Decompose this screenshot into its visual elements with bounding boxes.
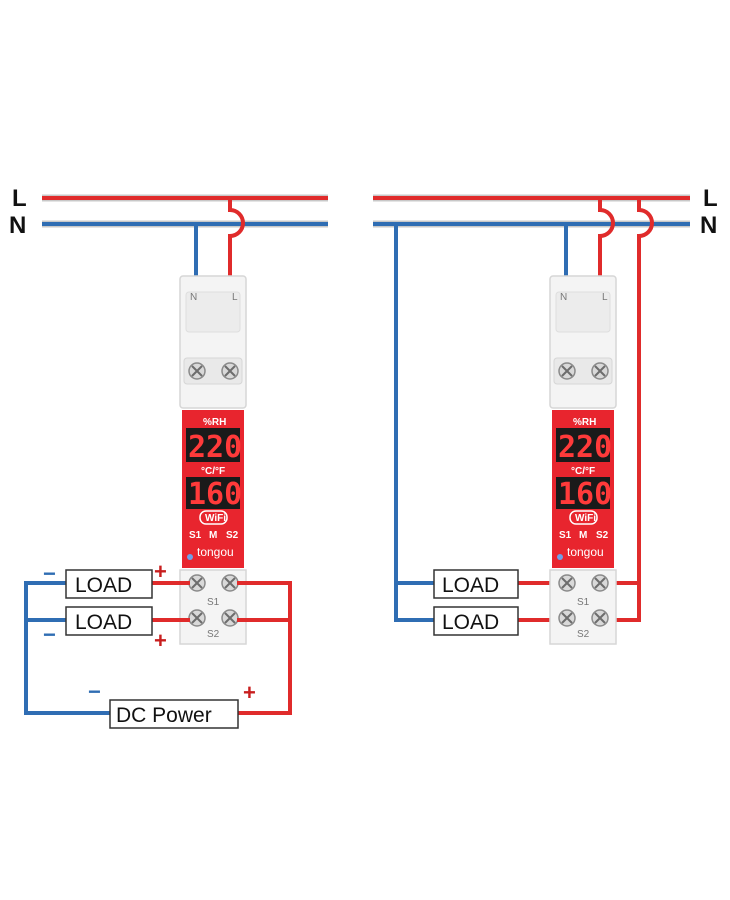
brand-logo: tongou (197, 545, 234, 559)
output-s2-label: S2 (207, 629, 220, 640)
load-box-1 (65, 569, 153, 599)
load-box-3-label: LOAD (442, 574, 499, 597)
minus-sign-dc: − (88, 679, 101, 704)
status-led-right (557, 554, 563, 560)
neutral-return-to-loads (394, 224, 434, 622)
load-box-1-label: LOAD (75, 574, 132, 597)
brand-logo-right: tongou (567, 545, 604, 559)
humidity-unit-right: %RH (573, 417, 596, 428)
dc-wiring-diagram: L N N L %RH 220 °C/°F 160 WiFi (9, 185, 328, 729)
wifi-icon-right (569, 510, 598, 525)
terminal-n-label: N (190, 292, 197, 303)
terminal-screw-s1-a-right (558, 574, 576, 592)
terminal-n-label-right: N (560, 292, 567, 303)
wifi-label-right: WiFi (575, 513, 596, 524)
smart-relay-device-right: N L %RH 220 °C/°F 160 WiFi S1 M S2 tongo… (549, 275, 617, 645)
output-s2-label-right: S2 (577, 629, 590, 640)
neutral-line-label: N (9, 212, 26, 239)
live-line-label-right: L (703, 185, 718, 212)
terminal-screw-s1-b-right (591, 574, 609, 592)
temp-value-right: 160 (558, 477, 612, 512)
dc-power-label: DC Power (116, 704, 212, 727)
terminal-screw-s1-b (221, 574, 239, 592)
neutral-line-label-right: N (700, 212, 717, 239)
load-box-4-label: LOAD (442, 611, 499, 634)
load-box-2-label: LOAD (75, 611, 132, 634)
temp-unit: °C/°F (201, 466, 225, 477)
dc-power-box (109, 699, 239, 729)
indicator-s2: S2 (226, 530, 239, 541)
terminal-screw-s2-a-right (558, 609, 576, 627)
terminal-screw-s1-a (188, 574, 206, 592)
wifi-label: WiFi (205, 513, 226, 524)
ac-wiring-diagram: L N N L %RH 220 °C/°F (373, 185, 718, 645)
load-box-4 (433, 606, 519, 636)
indicator-m-right: M (579, 530, 587, 541)
live-drop-right (598, 198, 615, 366)
humidity-unit: %RH (203, 417, 226, 428)
loads-to-dc-minus (24, 581, 110, 715)
indicator-m: M (209, 530, 217, 541)
terminal-l-label: L (232, 292, 238, 303)
terminal-screw-n-right (558, 362, 576, 380)
humidity-value-right: 220 (558, 430, 612, 465)
terminal-screw-l-right (591, 362, 609, 380)
indicator-s2-right: S2 (596, 530, 609, 541)
plus-sign-load2: + (154, 628, 167, 653)
live-line-label: L (12, 185, 27, 212)
humidity-value: 220 (188, 430, 242, 465)
temp-unit-right: °C/°F (571, 466, 595, 477)
terminal-screw-s2-b-right (591, 609, 609, 627)
minus-sign-load1: − (43, 561, 56, 586)
live-drop-left (228, 198, 245, 366)
indicator-s1-right: S1 (559, 530, 572, 541)
smart-relay-device-left: N L %RH 220 °C/°F 160 WiFi S1 M S2 tongo… (179, 275, 247, 645)
terminal-screw-s2-a (188, 609, 206, 627)
load-box-3 (433, 569, 519, 599)
load-box-2 (65, 606, 153, 636)
wifi-icon (199, 510, 228, 525)
indicator-s1: S1 (189, 530, 202, 541)
terminal-screw-l (221, 362, 239, 380)
live-feed-to-outputs (606, 198, 654, 622)
minus-sign-load2: − (43, 622, 56, 647)
output-s1-label-right: S1 (577, 597, 590, 608)
output-s1-label: S1 (207, 597, 220, 608)
plus-sign-dc: + (243, 680, 256, 705)
plus-sign-load1: + (154, 559, 167, 584)
terminal-l-label-right: L (602, 292, 608, 303)
terminal-screw-s2-b (221, 609, 239, 627)
status-led (187, 554, 193, 560)
temp-value: 160 (188, 477, 242, 512)
device-to-dc-plus (237, 581, 292, 715)
terminal-screw-n (188, 362, 206, 380)
